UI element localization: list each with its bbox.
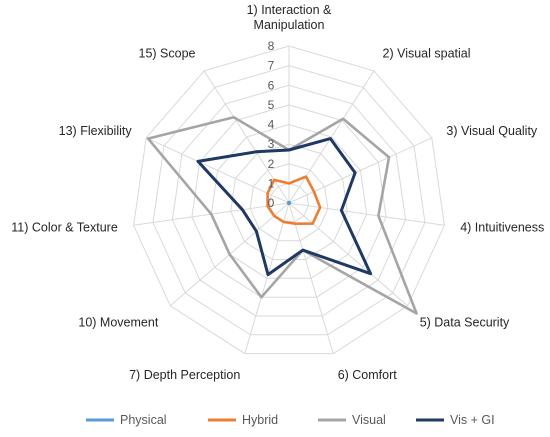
- tick-label-7: 7: [268, 59, 275, 73]
- axis-label-2: 2) Visual spatial: [383, 47, 471, 61]
- series-layer: [146, 115, 418, 315]
- legend-label-vis-gi: Vis + GI: [450, 413, 495, 427]
- axis-label-3: 3) Visual Quality: [446, 124, 538, 138]
- tick-label-0: 0: [268, 196, 275, 210]
- spoke-3: [288, 137, 433, 204]
- series-visual-line: [146, 115, 418, 315]
- axis-label-10: 13) Flexibility: [59, 124, 133, 138]
- spoke-2: [288, 70, 375, 204]
- legend: Physical Hybrid Visual Vis + GI: [86, 413, 495, 427]
- tick-label-5: 5: [268, 98, 275, 112]
- grid-ring-8: [133, 45, 445, 355]
- axis-label-7: 7) Depth Perception: [129, 368, 240, 382]
- axis-label-6: 6) Comfort: [338, 368, 398, 382]
- tick-label-6: 6: [268, 78, 275, 92]
- legend-label-physical: Physical: [120, 413, 167, 427]
- series-physical-marker: [286, 200, 292, 206]
- spoke-7: [244, 202, 290, 354]
- tick-label-2: 2: [268, 157, 275, 171]
- series-vis-gi-line: [196, 137, 373, 277]
- tick-label-3: 3: [268, 137, 275, 151]
- spoke-4: [288, 202, 445, 226]
- legend-label-visual: Visual: [352, 413, 386, 427]
- legend-label-hybrid: Hybrid: [242, 413, 278, 427]
- axis-label-4: 4) Intuitiveness: [460, 221, 544, 235]
- grid-ring-5: [191, 104, 387, 298]
- tick-labels: 0 1 2 3 4 5 6 7 8: [268, 39, 275, 210]
- spoke-5: [288, 202, 409, 307]
- tick-label-8: 8: [268, 39, 275, 53]
- axis-label-9: 11) Color & Texture: [11, 221, 118, 235]
- grid-ring-6: [171, 84, 407, 317]
- grid-ring-4: [210, 123, 368, 279]
- axis-labels: 1) Interaction &Manipulation 2) Visual sp…: [11, 3, 544, 382]
- axis-label-1-line-2: Manipulation: [254, 18, 325, 32]
- tick-label-4: 4: [268, 118, 275, 132]
- axis-label-1-line-1: 1) Interaction &: [247, 3, 332, 17]
- spoke-6: [288, 202, 334, 354]
- axis-label-8: 10) Movement: [78, 315, 158, 329]
- grid-ring-2: [249, 163, 329, 242]
- axis-label-5: 5) Data Security: [420, 315, 510, 329]
- spoke-10: [145, 137, 290, 204]
- radar-grid: [133, 45, 445, 355]
- grid-ring-7: [152, 65, 426, 336]
- tick-label-1: 1: [268, 176, 275, 190]
- series-hybrid-line: [266, 175, 322, 225]
- axis-label-11: 15) Scope: [139, 47, 196, 61]
